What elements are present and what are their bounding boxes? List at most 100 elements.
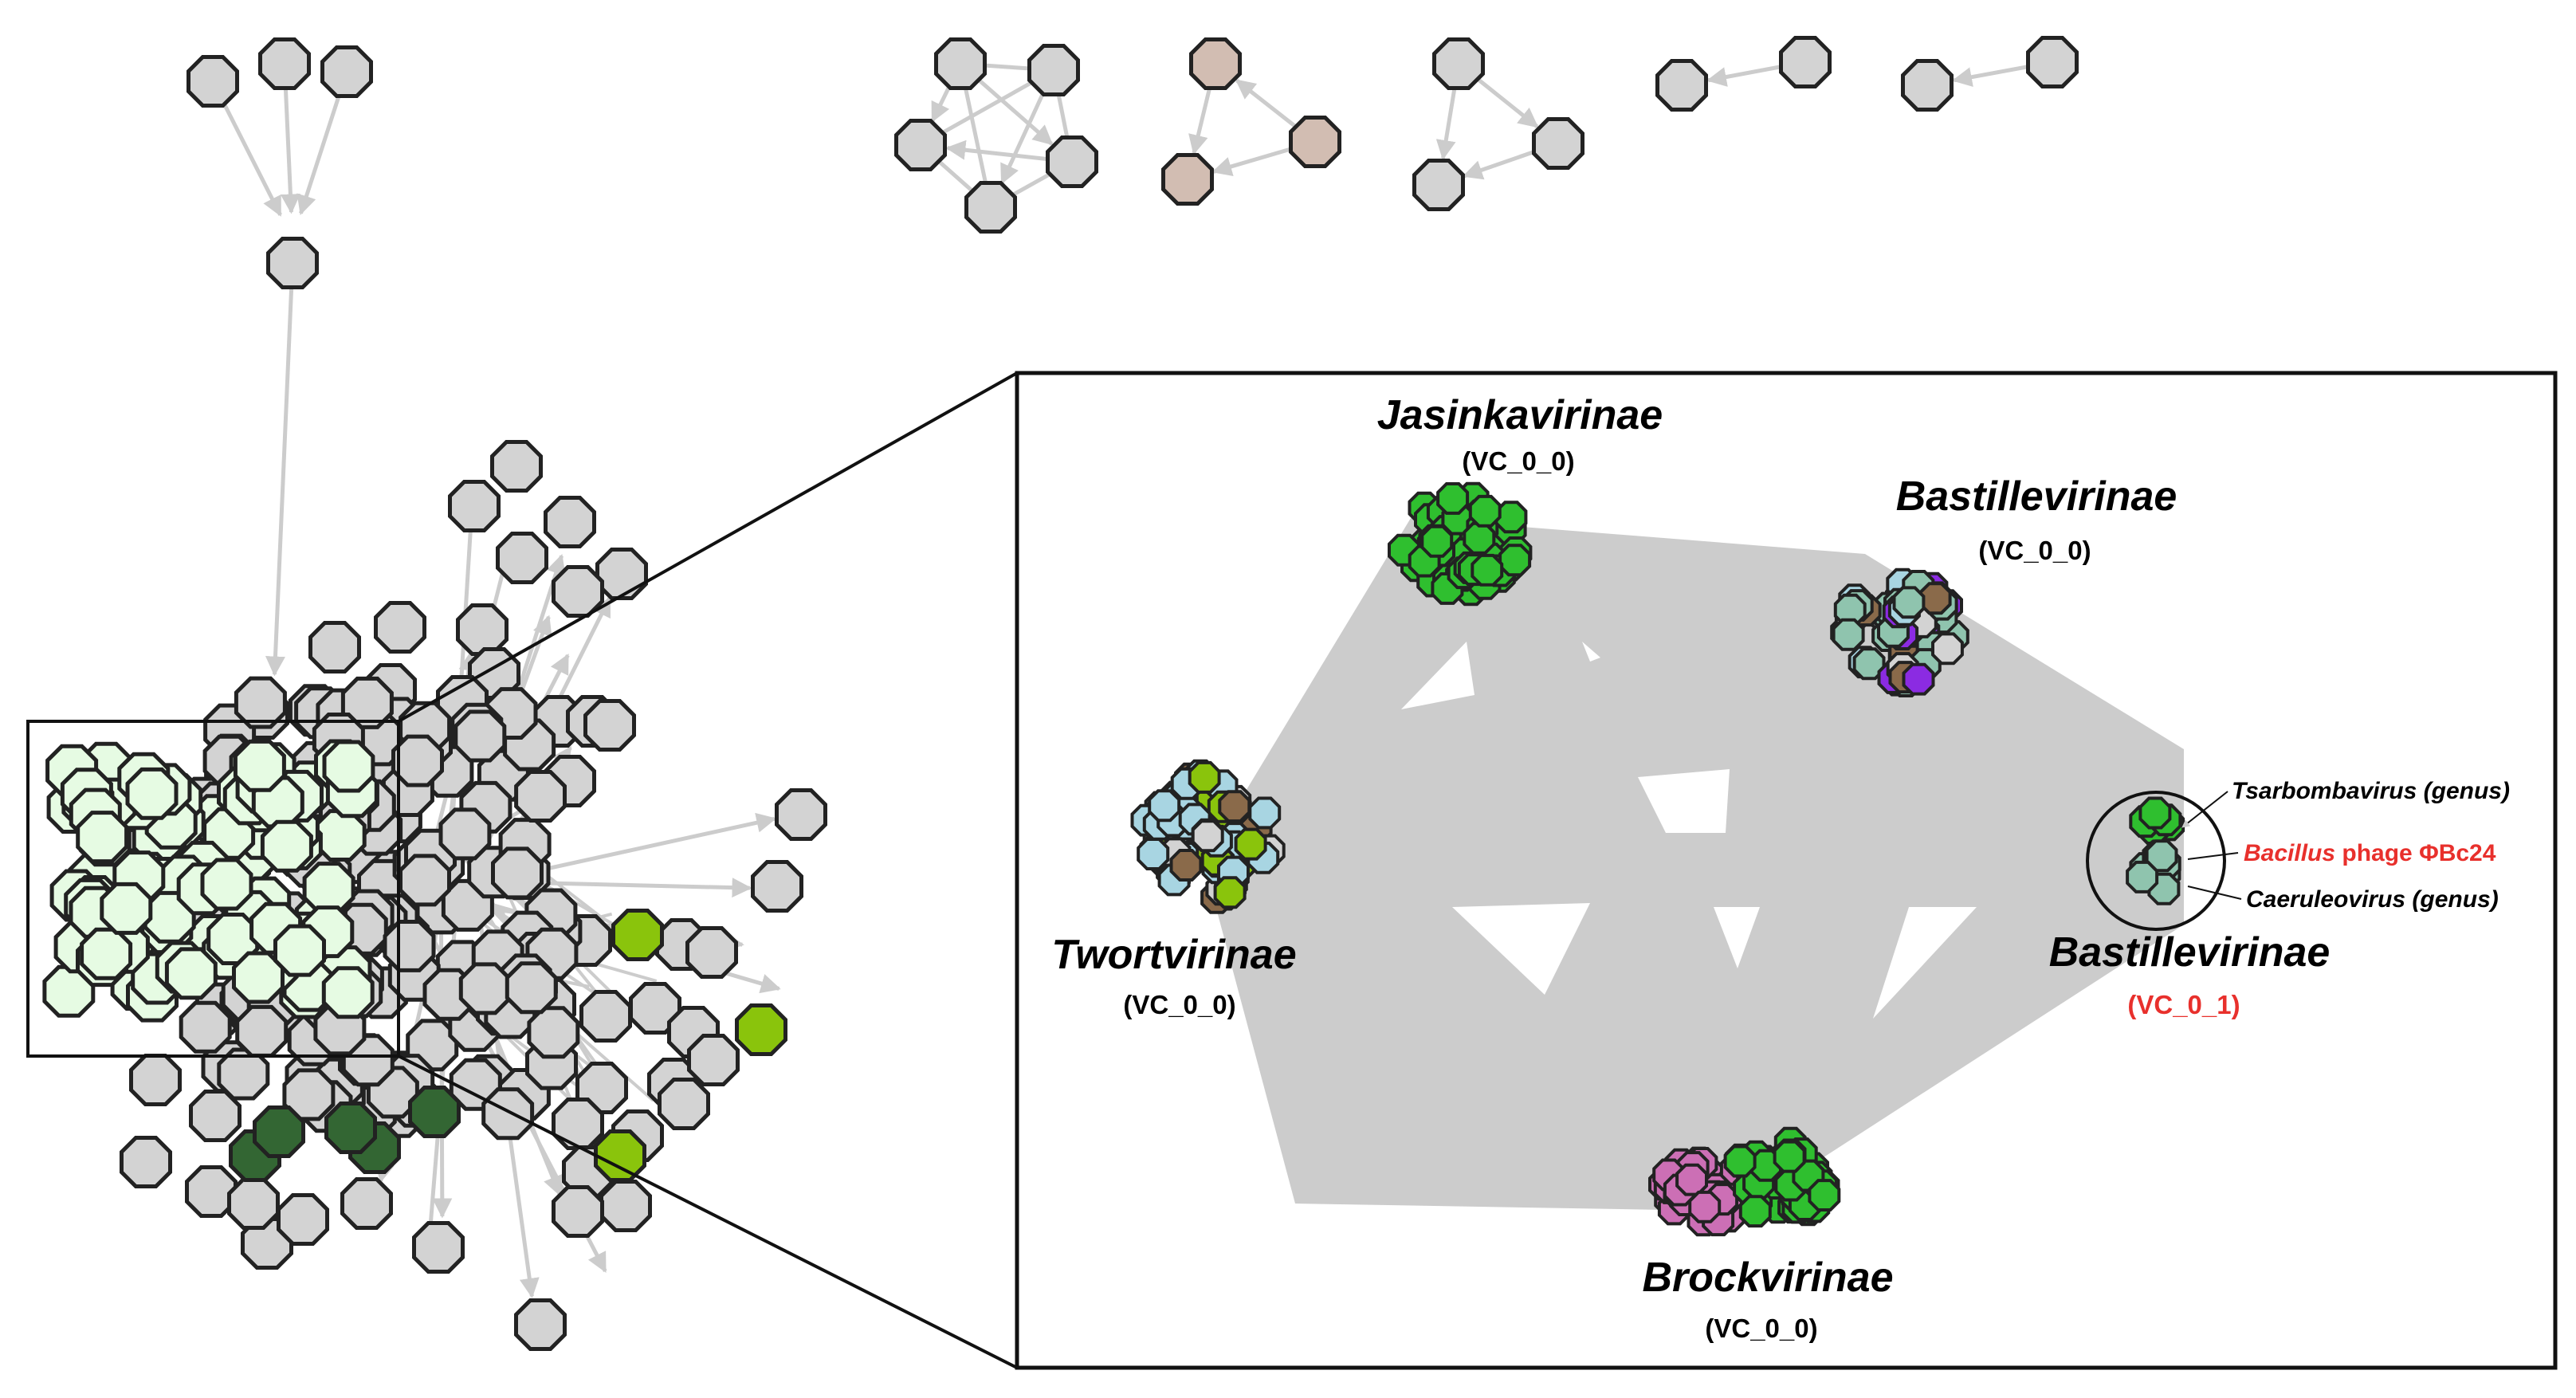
inset-node xyxy=(1808,1179,1841,1211)
inset-node xyxy=(2126,860,2159,893)
tsarbombavirus-label: Tsarbombavirus (genus) xyxy=(2232,778,2510,804)
inset-node xyxy=(1832,618,1865,651)
network-node xyxy=(399,854,451,907)
network-node xyxy=(496,532,548,584)
network-node xyxy=(458,962,512,1015)
network-node xyxy=(320,45,373,98)
cluster-label-bastillevirinae-right: Bastillevirinae xyxy=(2049,929,2331,976)
inset-node xyxy=(1137,838,1170,870)
network-node xyxy=(234,676,287,729)
inset-node xyxy=(1688,1190,1722,1223)
cluster-label-bastillevirinae-top: Bastillevirinae xyxy=(1896,473,2177,520)
network-node xyxy=(1901,59,1954,112)
network-node xyxy=(1161,153,1214,206)
network-node xyxy=(1779,36,1832,88)
network-node xyxy=(200,858,253,911)
network-node xyxy=(527,1006,580,1059)
inset-node xyxy=(1191,819,1224,853)
network-node xyxy=(544,496,596,548)
network-node xyxy=(490,440,543,493)
network-node xyxy=(1655,59,1708,112)
inset-nodes xyxy=(1130,481,2185,1237)
network-node xyxy=(408,1086,461,1138)
inset-node xyxy=(1471,553,1504,587)
network-node xyxy=(1432,37,1485,90)
network-node xyxy=(80,927,133,980)
inset-node xyxy=(1213,876,1247,909)
inset-panel: Jasinkavirinae (VC_0_0) Bastillevirinae … xyxy=(1015,371,2558,1370)
network-node xyxy=(277,1193,329,1246)
vc-label-twortvirinae: (VC_0_0) xyxy=(1123,990,1235,1019)
network-node xyxy=(579,990,632,1043)
caeruleovirus-pointer xyxy=(2187,886,2242,900)
network-node xyxy=(481,1087,535,1141)
inset-edge-gaps xyxy=(1401,642,1977,1019)
network-node xyxy=(120,1136,172,1188)
network-node xyxy=(383,920,436,972)
network-node xyxy=(1046,135,1098,188)
caeruleovirus-label: Caeruleovirus (genus) xyxy=(2246,886,2499,913)
inset-node xyxy=(1902,662,1935,696)
network-node xyxy=(100,882,153,935)
inset-node xyxy=(1420,524,1454,558)
network-node xyxy=(595,548,648,600)
network-node xyxy=(179,1000,232,1054)
zoom-box xyxy=(26,720,400,1058)
phage-pointer xyxy=(2187,852,2239,860)
network-node xyxy=(313,809,367,862)
vc-label-bastillevirinae-right: (VC_0_1) xyxy=(2127,990,2240,1019)
inset-node xyxy=(1463,521,1496,555)
network-node xyxy=(1027,44,1080,96)
inset-node xyxy=(1738,1195,1772,1228)
network-node xyxy=(412,1221,465,1274)
network-node xyxy=(514,1298,567,1351)
network-node xyxy=(322,740,375,793)
cluster-label-jasinkavirinae: Jasinkavirinae xyxy=(1377,392,1663,438)
network-node xyxy=(735,1003,787,1056)
network-node xyxy=(321,966,375,1019)
vc-label-bastillevirinae-top: (VC_0_0) xyxy=(1978,536,2091,565)
cluster-label-twortvirinae: Twortvirinae xyxy=(1051,932,1296,978)
network-node xyxy=(217,1047,270,1101)
network-node xyxy=(491,846,544,900)
network-node xyxy=(260,819,313,873)
nodes-layer xyxy=(42,36,2079,1351)
inset-node xyxy=(1852,647,1886,681)
network-node xyxy=(76,811,129,864)
network-node xyxy=(454,709,507,763)
cluster-label-brockvirinae: Brockvirinae xyxy=(1642,1255,1893,1301)
network-node xyxy=(308,621,361,673)
network-node xyxy=(1532,117,1584,170)
network-node xyxy=(456,603,509,656)
inset-node xyxy=(1436,482,1470,515)
inset-node xyxy=(1248,796,1282,830)
network-node xyxy=(340,676,394,729)
network-node xyxy=(273,924,326,977)
network-node xyxy=(282,1068,336,1121)
network-node xyxy=(934,37,987,90)
inset-node xyxy=(1498,544,1532,577)
vc-label-brockvirinae: (VC_0_0) xyxy=(1705,1314,1817,1343)
network-node xyxy=(258,37,311,90)
network-edge xyxy=(265,262,295,677)
inset-node xyxy=(1188,760,1221,794)
network-node xyxy=(775,788,827,841)
zoom-connector-top xyxy=(398,371,1018,723)
inset-node xyxy=(1218,790,1251,823)
phage-name-text: phage ΦBc24 xyxy=(2335,840,2496,866)
network-node xyxy=(227,1177,280,1230)
network-node xyxy=(685,926,738,979)
network-node xyxy=(340,1177,393,1230)
network-node xyxy=(583,699,636,752)
network-node xyxy=(448,480,501,532)
inset-node xyxy=(1169,849,1203,882)
network-node xyxy=(964,181,1017,234)
bacillus-genus-text: Bacillus xyxy=(2244,840,2335,866)
network-node xyxy=(129,1054,182,1106)
network-node xyxy=(599,1180,652,1232)
inset-node xyxy=(1148,789,1181,823)
inset-node xyxy=(2145,839,2178,873)
inset-node xyxy=(2138,796,2172,830)
